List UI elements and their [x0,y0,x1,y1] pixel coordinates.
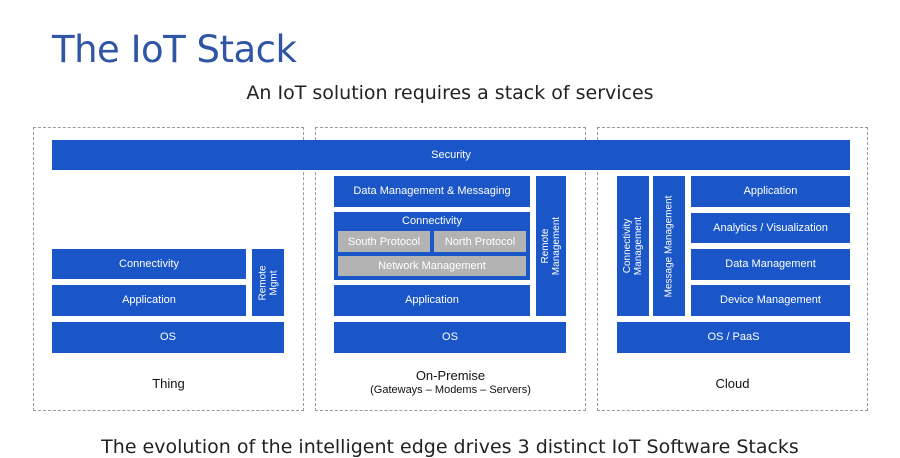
onprem-os-block: OS [334,322,566,353]
cloud-message-mgmt-label: Message Management [663,195,675,297]
cloud-message-mgmt-block: Message Management [653,176,685,316]
cloud-analytics-block: Analytics / Visualization [691,213,850,243]
thing-os-block: OS [52,322,284,353]
cloud-data-mgmt-block: Data Management [691,249,850,280]
onprem-remote-mgmt-label: Remote Management [540,216,562,276]
page-title: The IoT Stack [52,28,297,71]
thing-remote-mgmt-label: Remote Mgmt [257,264,280,301]
north-protocol-block: North Protocol [434,231,526,252]
bottom-text: The evolution of the intelligent edge dr… [101,436,799,458]
cloud-connectivity-mgmt-block: Connectivity Management [617,176,649,316]
south-protocol-block: South Protocol [338,231,430,252]
onprem-remote-mgmt-block: Remote Management [536,176,566,316]
cloud-connectivity-mgmt-label: Connectivity Management [622,216,644,276]
thing-remote-mgmt-block: Remote Mgmt [252,249,284,316]
onprem-caption-sub: (Gateways – Modems – Servers) [370,383,531,396]
cloud-device-mgmt-block: Device Management [691,285,850,316]
onprem-data-mgmt-block: Data Management & Messaging [334,176,530,207]
onprem-caption: On-Premise (Gateways – Modems – Servers) [315,368,586,397]
onprem-application-block: Application [334,285,530,316]
thing-caption: Thing [152,376,185,391]
thing-connectivity-block: Connectivity [52,249,246,279]
thing-application-block: Application [52,285,246,316]
onprem-connectivity-label: Connectivity [402,215,462,227]
subtitle: An IoT solution requires a stack of serv… [246,82,654,104]
cloud-caption: Cloud [715,376,750,391]
security-bar: Security [52,140,850,170]
onprem-caption-title: On-Premise [415,368,486,383]
cloud-os-paas-block: OS / PaaS [617,322,850,353]
network-mgmt-block: Network Management [338,256,526,276]
cloud-application-block: Application [691,176,850,207]
